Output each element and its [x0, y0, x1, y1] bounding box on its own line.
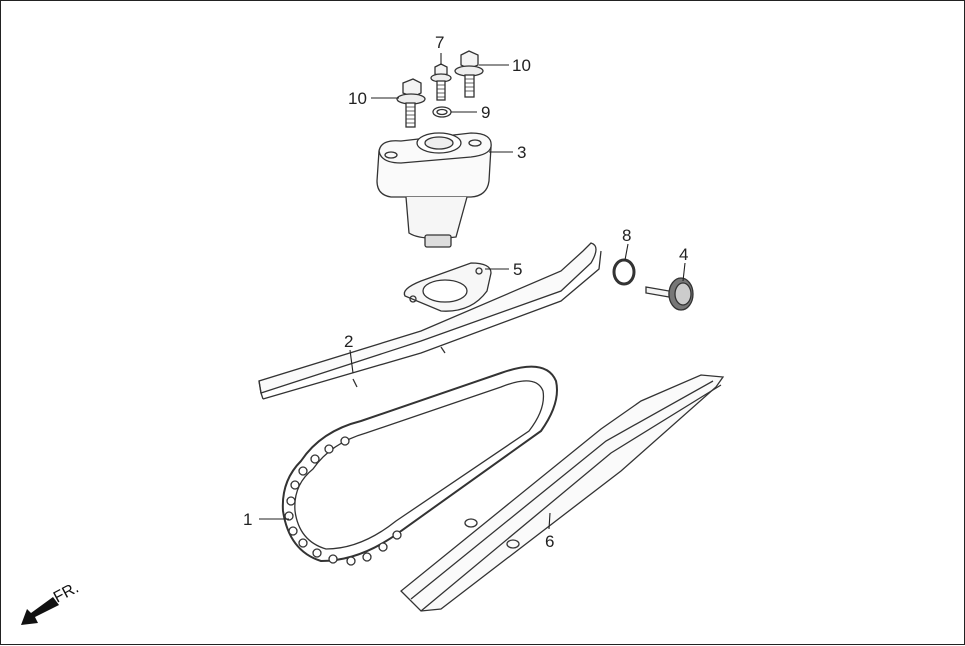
callout-6: 6: [545, 532, 554, 551]
gasket-5: [403, 262, 492, 312]
callout-9: 9: [481, 103, 490, 122]
chain-guide-6: [400, 374, 725, 612]
bolt-7: [430, 63, 452, 101]
callout-1: 1: [243, 510, 252, 529]
oring-8: [612, 258, 636, 286]
callout-4: 4: [679, 245, 688, 264]
tensioner-screw-4: [645, 277, 694, 311]
arrow-front-icon: [21, 597, 59, 625]
callout-10-left: 10: [348, 89, 367, 108]
bolt-10-left: [396, 78, 426, 128]
callout-8: 8: [622, 226, 631, 245]
slipper-2: [258, 242, 602, 400]
washer-9: [432, 106, 452, 118]
leader-lines: [259, 53, 686, 530]
callout-10-right: 10: [512, 56, 531, 75]
callout-2: 2: [344, 332, 353, 351]
tensioner-body-3: [376, 132, 492, 248]
callout-7: 7: [435, 33, 444, 52]
bolt-10-right: [454, 50, 484, 98]
cam-chain-1: [281, 365, 558, 566]
callout-3: 3: [517, 143, 526, 162]
callout-5: 5: [513, 260, 522, 279]
